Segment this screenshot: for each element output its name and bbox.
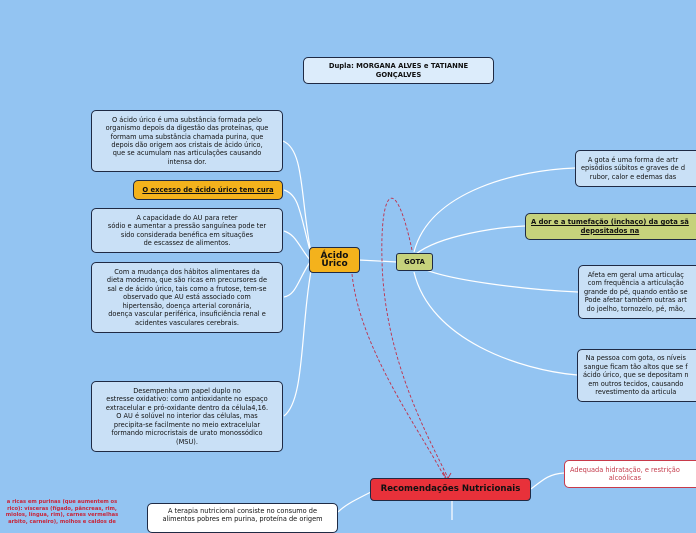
connection-lines <box>282 140 579 520</box>
central-node-label: Ácido Úrico <box>320 250 349 269</box>
node-habitos-alimentares[interactable]: Com a mudança dos hábitos alimentares da… <box>91 262 283 333</box>
node-niveis-text: Na pessoa com gota, os níveis sangue fic… <box>583 354 689 397</box>
node-formacao-acido-urico[interactable]: O ácido úrico é uma substância formada p… <box>91 110 283 172</box>
node-terapia-text: A terapia nutricional consiste no consum… <box>162 507 323 524</box>
node-dor-tumefacao-text: A dor e a tumefação (inchaço) da gota sã… <box>531 218 689 235</box>
link-central-gota <box>358 259 398 263</box>
link-central-n1 <box>282 140 313 259</box>
node-hidratacao[interactable]: Adequada hidratação, e restrição alcoóli… <box>564 460 696 488</box>
link-rec-hidratacao <box>530 472 565 490</box>
node-formacao-text: O ácido úrico é uma substância formada p… <box>105 115 269 166</box>
node-dor-tumefacao[interactable]: A dor e a tumefação (inchaço) da gota sã… <box>525 213 696 240</box>
node-excesso-tem-cura[interactable]: O excesso de ácido úrico tem cura <box>133 180 283 200</box>
dashed-link-central-rec <box>351 273 446 479</box>
node-capacidade-text: A capacidade do AU para reter sódio e au… <box>107 213 267 247</box>
node-afeta-text: Afeta em geral uma articulaç com frequên… <box>584 270 688 313</box>
node-habitos-text: Com a mudança dos hábitos alimentares da… <box>106 268 268 327</box>
central-node-acido-urico[interactable]: Ácido Úrico <box>309 247 360 273</box>
node-afeta-articulacao[interactable]: Afeta em geral uma articulaç com frequên… <box>578 265 696 319</box>
link-gota-r1 <box>413 167 576 253</box>
link-central-n4 <box>283 261 311 298</box>
node-excesso-text: O excesso de ácido úrico tem cura <box>142 185 274 194</box>
node-estresse-oxidativo[interactable]: Desempenha um papel duplo no estresse ox… <box>91 381 283 452</box>
node-gota-label: GOTA <box>404 257 425 266</box>
link-gota-r3 <box>417 265 579 293</box>
node-gota-definicao-text: A gota é uma forma de artr episódios súb… <box>581 155 686 181</box>
link-central-n5 <box>283 264 313 417</box>
node-niveis-sangue[interactable]: Na pessoa com gota, os níveis sangue fic… <box>577 349 696 402</box>
header-title[interactable]: Dupla: MORGANA ALVES e TATIANNE GONÇALVE… <box>303 57 494 84</box>
node-gota-definicao[interactable]: A gota é uma forma de artr episódios súb… <box>575 150 696 187</box>
header-title-text: Dupla: MORGANA ALVES e TATIANNE GONÇALVE… <box>328 62 469 79</box>
node-recomendacoes-nutricionais[interactable]: Recomendações Nutricionais <box>370 478 531 501</box>
node-gota[interactable]: GOTA <box>396 253 433 271</box>
link-gota-r2 <box>415 225 526 255</box>
node-hidratacao-text: Adequada hidratação, e restrição alcoóli… <box>570 465 680 482</box>
node-terapia-nutricional[interactable]: A terapia nutricional consiste no consum… <box>147 503 338 533</box>
node-capacidade-reter-sodio[interactable]: A capacidade do AU para reter sódio e au… <box>91 208 283 253</box>
link-rec-terapia <box>337 491 372 513</box>
dashed-link-gota-rec <box>381 197 449 479</box>
link-central-n2 <box>283 189 313 259</box>
text-purinas: a ricas em purinas (que aumentem os rico… <box>5 498 119 526</box>
link-gota-r4 <box>413 271 578 376</box>
link-central-n3 <box>283 230 311 261</box>
text-alimentos-ricos-purinas: a ricas em purinas (que aumentem os rico… <box>0 492 124 526</box>
node-estresse-text: Desempenha um papel duplo no estresse ox… <box>105 387 269 446</box>
node-recomendacoes-label: Recomendações Nutricionais <box>380 484 521 495</box>
